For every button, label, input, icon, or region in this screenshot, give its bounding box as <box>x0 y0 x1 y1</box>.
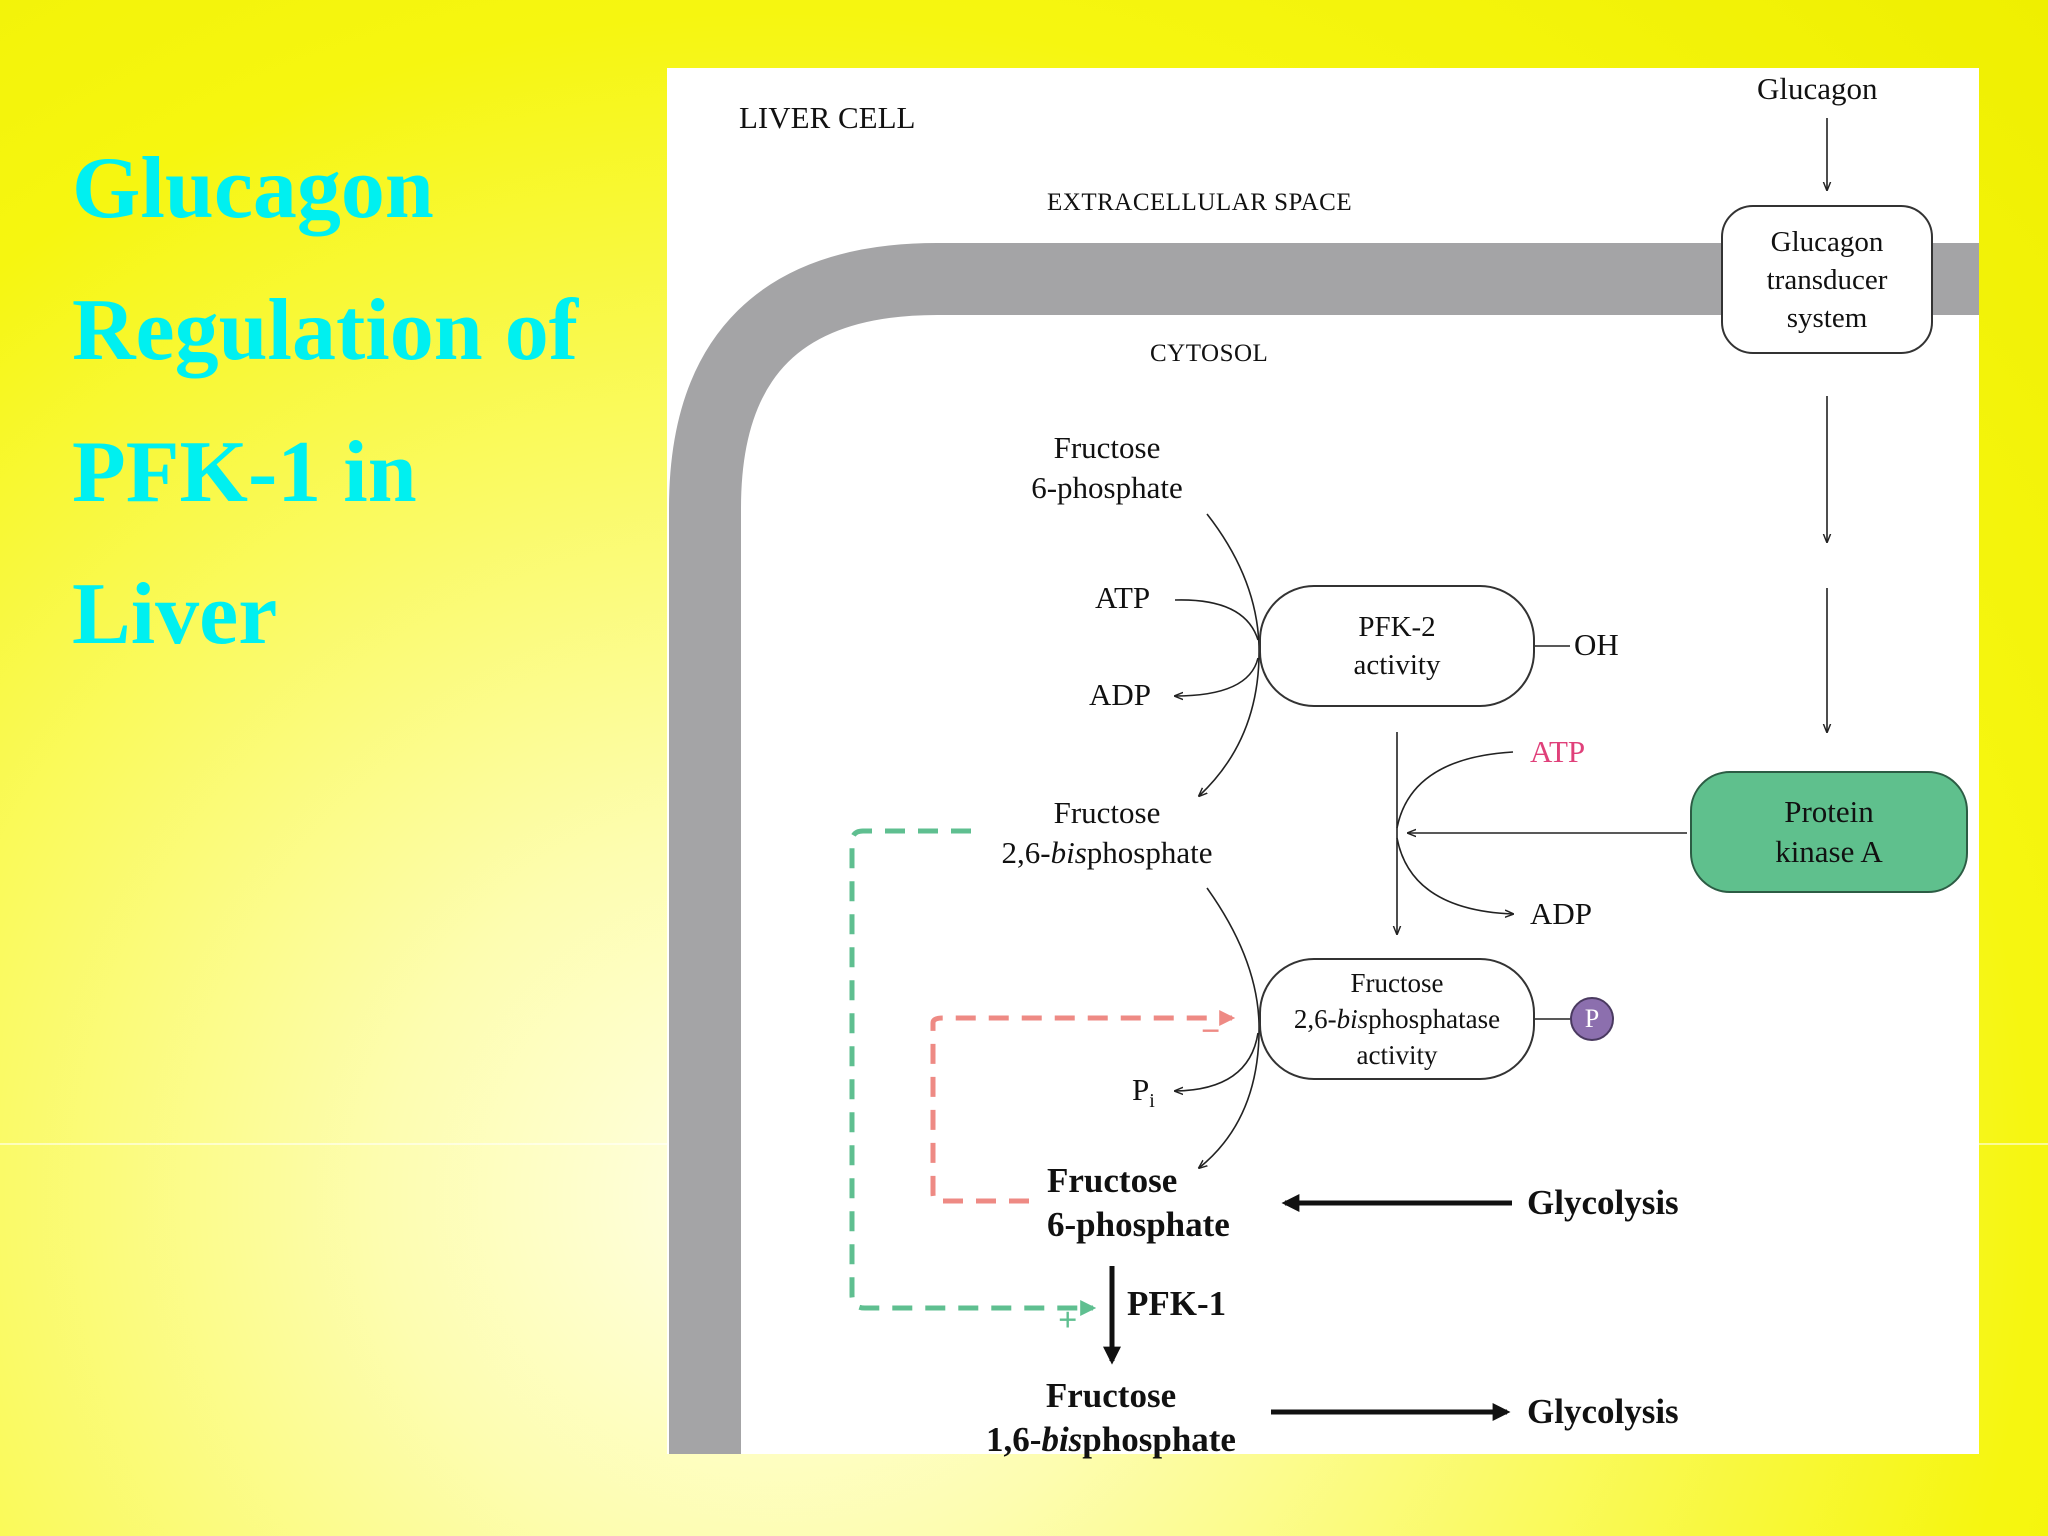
fbpase2-line-2: 2,6-bisphosphatase <box>1294 1001 1500 1037</box>
pi-base: P <box>1132 1072 1150 1107</box>
f16bp-prefix: 1,6- <box>986 1420 1042 1459</box>
f6p-bottom-line-1: Fructose <box>1047 1161 1178 1200</box>
pfk2-activity-box: PFK-2 activity <box>1259 585 1535 707</box>
fbpase2-line-1: Fructose <box>1350 968 1444 998</box>
f26bp-line-1: Fructose <box>1053 795 1161 830</box>
atp-right-curve <box>1396 751 1514 829</box>
f16bp-italic: bis <box>1041 1420 1083 1459</box>
glycolysis-bottom-label: Glycolysis <box>1527 1392 1679 1431</box>
atp-right-label: ATP <box>1530 734 1586 769</box>
transducer-line-2: transducer <box>1766 263 1888 296</box>
diagram-graphics <box>669 118 1979 1454</box>
diagram-panel: LIVER CELL EXTRACELLULAR SPACE CYTOSOL G… <box>667 68 1979 1459</box>
adp-right-label: ADP <box>1530 896 1593 931</box>
pfk2-line-1: PFK-2 <box>1358 611 1436 643</box>
f16bp-line-1: Fructose <box>1045 1376 1177 1415</box>
inhibition-loop <box>930 1010 1236 1204</box>
pfk2-oh-label: OH <box>1574 627 1619 662</box>
f26bp-label: Fructose 2,6-bisphosphate <box>977 793 1237 873</box>
transducer-line-3: system <box>1786 301 1868 334</box>
f16bp-line-2: 1,6-bisphosphate <box>956 1418 1266 1462</box>
title-line-4: Liver <box>72 566 278 663</box>
activation-plus-sign: + <box>1058 1302 1078 1339</box>
glucagon-transducer-box: Glucagon transducer system <box>1721 205 1933 354</box>
pka-line-2: kinase A <box>1775 834 1883 869</box>
pfk2-reaction-curve <box>1199 513 1260 796</box>
glycolysis-top-label: Glycolysis <box>1527 1183 1679 1222</box>
glucagon-label: Glucagon <box>1757 71 1878 106</box>
pi-label: Pi <box>1132 1070 1155 1121</box>
fbpase2-prefix: 2,6- <box>1293 1004 1337 1034</box>
f16bp-label: Fructose 1,6-bisphosphate <box>956 1374 1266 1462</box>
f6p-top-line-1: Fructose <box>1053 430 1161 465</box>
pfk1-label: PFK-1 <box>1127 1284 1227 1323</box>
activation-loop <box>849 828 1097 1316</box>
adp-right-curve <box>1396 837 1513 914</box>
atp-left-label: ATP <box>1095 580 1151 615</box>
fbpase2-line-3: activity <box>1356 1040 1438 1070</box>
adp-left-label: ADP <box>1089 677 1152 712</box>
cytosol-label: CYTOSOL <box>1150 340 1269 367</box>
f6p-top-label: Fructose 6-phosphate <box>1007 428 1207 508</box>
liver-cell-label: LIVER CELL <box>739 100 916 135</box>
atp-in-curve <box>1174 599 1259 641</box>
f6p-top-line-2: 6-phosphate <box>1031 470 1183 505</box>
f26bp-italic: bis <box>1050 835 1087 870</box>
fbpase2-italic: bis <box>1336 1004 1369 1034</box>
f26bp-prefix: 2,6- <box>1001 835 1051 870</box>
f26bp-line-2: 2,6-bisphosphate <box>977 833 1237 873</box>
slide-title: Glucagon Regulation of PFK-1 in Liver <box>72 118 632 686</box>
title-line-2: Regulation of <box>72 282 578 379</box>
pi-sub: i <box>1149 1090 1155 1113</box>
pfk2-line-2: activity <box>1353 649 1441 681</box>
adp-out-curve <box>1175 657 1259 696</box>
protein-kinase-a-box: Protein kinase A <box>1690 771 1968 893</box>
title-line-3: PFK-1 in <box>72 424 417 521</box>
inhibition-minus-sign: − <box>1201 1013 1221 1050</box>
fbpase2-suffix: phosphatase <box>1368 1004 1501 1034</box>
phosphate-circle-icon: P <box>1570 997 1614 1041</box>
title-line-1: Glucagon <box>72 140 434 237</box>
extracellular-label: EXTRACELLULAR SPACE <box>1047 189 1353 216</box>
cell-membrane <box>669 243 1979 1454</box>
f16bp-suffix: phosphate <box>1082 1420 1236 1459</box>
pi-out-curve <box>1175 1032 1259 1091</box>
transducer-line-1: Glucagon <box>1770 225 1884 258</box>
f26bp-suffix: phosphate <box>1086 835 1213 870</box>
f6p-bottom-line-2: 6-phosphate <box>1047 1205 1230 1244</box>
pka-line-1: Protein <box>1784 794 1874 829</box>
fbpase2-activity-box: Fructose 2,6-bisphosphatase activity <box>1259 958 1535 1080</box>
f6p-bottom-label: Fructose 6-phosphate <box>1047 1159 1230 1247</box>
